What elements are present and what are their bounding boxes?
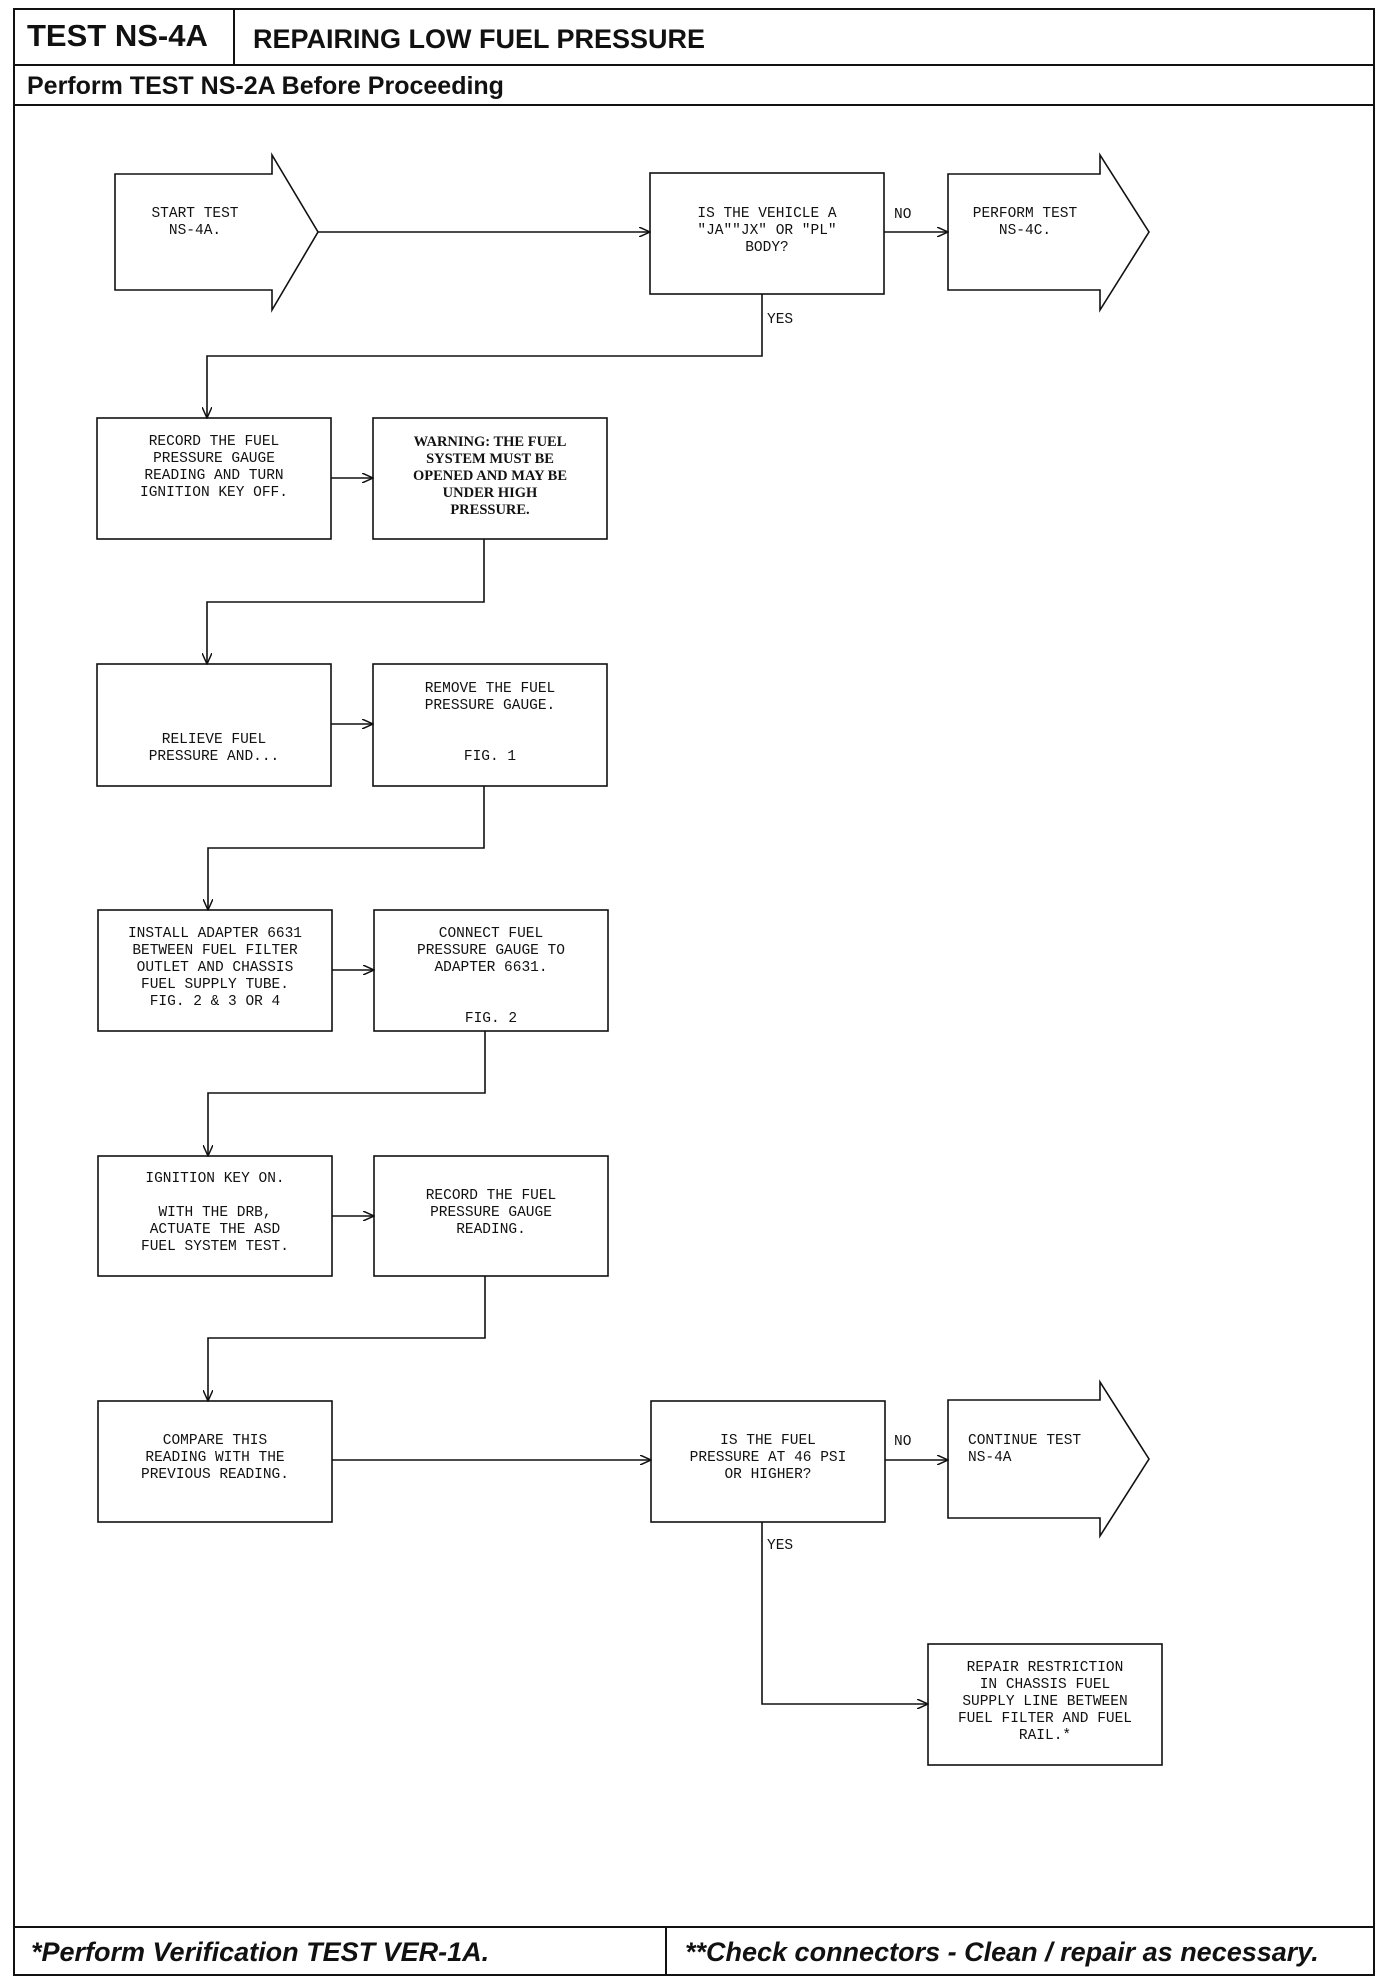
ignition-on-label: IGNITION KEY ON. WITH THE DRB, ACTUATE T… [141,1171,289,1255]
perform-ns4c-terminal-shape [947,152,1150,313]
remove-gauge-box [372,663,608,787]
warning-label: WARNING: THE FUEL SYSTEM MUST BE OPENED … [412,434,567,518]
compare-label: COMPARE THIS READING WITH THE PREVIOUS R… [141,1433,289,1483]
connect-gauge-label: CONNECT FUEL PRESSURE GAUGE TO ADAPTER 6… [417,926,565,1027]
page-frame [13,8,1375,1976]
q2-yes-label: YES [767,1538,794,1554]
test-id: TEST NS-4A [13,8,235,64]
continue-ns4a-label: CONTINUE TEST NS-4A [968,1433,1082,1466]
q2-label: IS THE FUEL PRESSURE AT 46 PSI OR HIGHER… [689,1433,847,1483]
connector-q2-yes [761,1522,928,1704]
record-reading-label: RECORD THE FUEL PRESSURE GAUGE READING. [425,1188,557,1238]
connector-q1-yes [207,294,763,418]
footer: *Perform Verification TEST VER-1A. **Che… [13,1926,1375,1976]
q1-yes-label: YES [767,312,794,328]
compare-box [97,1400,333,1523]
connector-connect-ignition [208,1031,486,1156]
record-gauge-label: RECORD THE FUEL PRESSURE GAUGE READING A… [140,434,288,501]
footer-verification-note: *Perform Verification TEST VER-1A. [13,1928,667,1976]
continue-ns4a-terminal-shape [947,1379,1150,1539]
q2-no-label: NO [894,1434,912,1450]
connector-warning-relieve [207,539,485,664]
ignition-on-box [97,1155,333,1277]
relieve-box [96,663,332,787]
record-gauge-box [96,417,332,540]
start-label: START TEST NS-4A. [151,206,239,239]
start-terminal-shape [114,152,319,313]
test-title: REPAIRING LOW FUEL PRESSURE [253,24,706,54]
header-title-row: TEST NS-4A REPAIRING LOW FUEL PRESSURE [13,8,1375,66]
perform-ns4c-label: PERFORM TEST NS-4C. [972,206,1078,239]
connect-gauge-box [373,909,609,1032]
warning-box [372,417,608,540]
footer-connector-note: **Check connectors - Clean / repair as n… [685,1937,1319,1967]
q1-no-label: NO [894,207,912,223]
repair-label: REPAIR RESTRICTION IN CHASSIS FUEL SUPPL… [957,1660,1133,1744]
q2-decision-box [650,1400,886,1523]
relieve-label: RELIEVE FUEL PRESSURE AND... [148,732,280,765]
install-adapter-label: INSTALL ADAPTER 6631 BETWEEN FUEL FILTER… [127,926,303,1010]
remove-gauge-label: REMOVE THE FUEL PRESSURE GAUGE. FIG. 1 [424,681,556,765]
record-reading-box [373,1155,609,1277]
q1-label: IS THE VEHICLE A "JA""JX" OR "PL" BODY? [697,206,837,256]
q1-decision-box [649,172,885,295]
install-adapter-box [97,909,333,1032]
precondition-note: Perform TEST NS-2A Before Proceeding [13,66,1375,106]
connector-remove-install [208,786,485,910]
connector-record-compare [208,1276,486,1401]
